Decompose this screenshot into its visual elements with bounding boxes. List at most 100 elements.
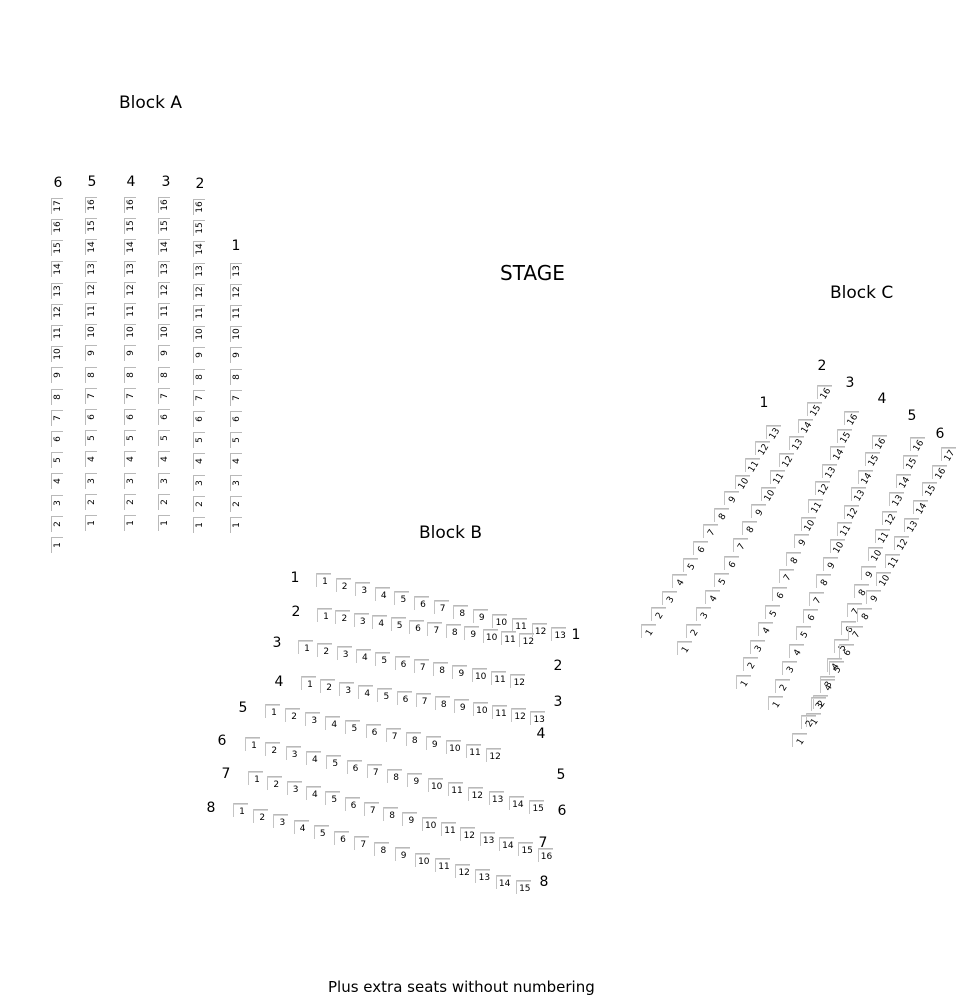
seat[interactable]: 2	[320, 678, 336, 697]
seat[interactable]: 7	[51, 409, 65, 427]
seat[interactable]: 9	[425, 736, 442, 754]
seat[interactable]: 5	[85, 429, 99, 447]
seat[interactable]: 6	[838, 643, 855, 662]
seat[interactable]: 11	[885, 554, 901, 572]
seat[interactable]: 14	[508, 795, 525, 814]
seat[interactable]: 2	[265, 741, 281, 760]
seat[interactable]: 11	[85, 302, 99, 320]
seat[interactable]: 1	[233, 803, 249, 821]
seat[interactable]: 6	[414, 595, 430, 614]
seat[interactable]: 12	[881, 510, 898, 529]
seat[interactable]: 7	[193, 389, 207, 407]
seat[interactable]: 1	[736, 675, 752, 693]
seat[interactable]: 11	[466, 744, 482, 762]
seat[interactable]: 4	[51, 472, 65, 490]
seat[interactable]: 6	[409, 619, 425, 638]
seat[interactable]: 2	[85, 493, 99, 511]
seat[interactable]: 1	[158, 514, 172, 532]
seat[interactable]: 13	[479, 832, 496, 850]
seat[interactable]: 5	[829, 661, 845, 679]
seat[interactable]: 7	[415, 693, 432, 711]
seat[interactable]: 13	[475, 869, 491, 887]
seat[interactable]: 1	[316, 573, 332, 591]
seat[interactable]: 3	[286, 781, 303, 799]
seat[interactable]: 10	[800, 516, 817, 535]
seat[interactable]: 7	[809, 591, 825, 610]
seat[interactable]: 5	[313, 825, 330, 843]
seat[interactable]: 9	[193, 346, 207, 364]
seat[interactable]: 9	[124, 344, 138, 362]
seat[interactable]: 13	[551, 627, 567, 645]
seat[interactable]: 9	[861, 565, 877, 584]
seat[interactable]: 9	[751, 504, 767, 522]
seat[interactable]: 15	[85, 217, 99, 235]
seat[interactable]: 6	[193, 410, 207, 428]
seat[interactable]: 3	[661, 590, 678, 609]
seat[interactable]: 13	[850, 487, 867, 505]
seat[interactable]: 8	[786, 551, 802, 570]
seat[interactable]: 12	[779, 452, 796, 471]
seat[interactable]: 7	[413, 658, 430, 677]
seat[interactable]: 5	[51, 451, 65, 469]
seat[interactable]: 6	[723, 555, 740, 574]
seat[interactable]: 8	[374, 841, 390, 860]
seat[interactable]: 14	[51, 260, 65, 278]
seat[interactable]: 12	[511, 707, 527, 726]
seat[interactable]: 16	[816, 384, 833, 403]
seat[interactable]: 4	[158, 450, 172, 468]
seat[interactable]: 5	[345, 720, 361, 738]
seat[interactable]: 5	[714, 572, 730, 591]
seat[interactable]: 4	[788, 643, 805, 662]
seat[interactable]: 9	[85, 344, 99, 362]
seat[interactable]: 10	[482, 628, 499, 647]
seat[interactable]: 10	[492, 613, 508, 632]
seat[interactable]: 7	[124, 387, 138, 405]
seat[interactable]: 8	[854, 584, 870, 602]
seat[interactable]: 8	[453, 604, 469, 623]
seat[interactable]: 14	[193, 240, 207, 258]
seat[interactable]: 2	[230, 495, 244, 513]
seat[interactable]: 9	[453, 699, 470, 717]
seat[interactable]: 14	[829, 446, 846, 464]
seat[interactable]: 9	[402, 811, 418, 830]
seat[interactable]: 1	[265, 704, 281, 722]
seat[interactable]: 3	[781, 661, 798, 679]
seat[interactable]: 3	[124, 472, 138, 490]
seat[interactable]: 6	[772, 587, 788, 605]
seat[interactable]: 8	[85, 366, 99, 384]
seat[interactable]: 3	[285, 746, 302, 764]
seat[interactable]: 3	[230, 474, 244, 492]
seat[interactable]: 16	[124, 196, 138, 214]
seat[interactable]: 10	[760, 487, 777, 505]
seat[interactable]: 2	[686, 623, 702, 642]
seat[interactable]: 10	[158, 323, 172, 341]
seat[interactable]: 7	[732, 538, 749, 556]
seat[interactable]: 10	[193, 325, 207, 343]
seat[interactable]: 3	[193, 474, 207, 492]
seat[interactable]: 16	[844, 411, 860, 429]
seat[interactable]: 17	[940, 446, 957, 465]
seat[interactable]: 5	[394, 591, 410, 609]
seat[interactable]: 2	[124, 493, 138, 511]
seat[interactable]: 15	[922, 482, 938, 500]
seat[interactable]: 3	[51, 494, 65, 512]
seat[interactable]: 10	[471, 667, 488, 686]
seat[interactable]: 2	[335, 610, 351, 628]
seat[interactable]: 7	[85, 387, 99, 405]
seat[interactable]: 12	[510, 674, 526, 692]
seat[interactable]: 8	[158, 366, 172, 384]
seat[interactable]: 5	[390, 617, 407, 635]
seat[interactable]: 12	[468, 786, 484, 805]
seat[interactable]: 4	[819, 679, 836, 697]
seat[interactable]: 6	[158, 408, 172, 426]
seat[interactable]: 11	[745, 458, 761, 476]
seat[interactable]: 9	[158, 344, 172, 362]
seat[interactable]: 14	[124, 238, 138, 256]
seat[interactable]: 11	[441, 822, 457, 840]
seat[interactable]: 16	[931, 464, 948, 483]
seat[interactable]: 12	[455, 863, 471, 882]
seat[interactable]: 4	[374, 586, 391, 605]
seat[interactable]: 14	[85, 238, 99, 256]
seat[interactable]: 8	[742, 521, 758, 539]
seat[interactable]: 2	[158, 493, 172, 511]
